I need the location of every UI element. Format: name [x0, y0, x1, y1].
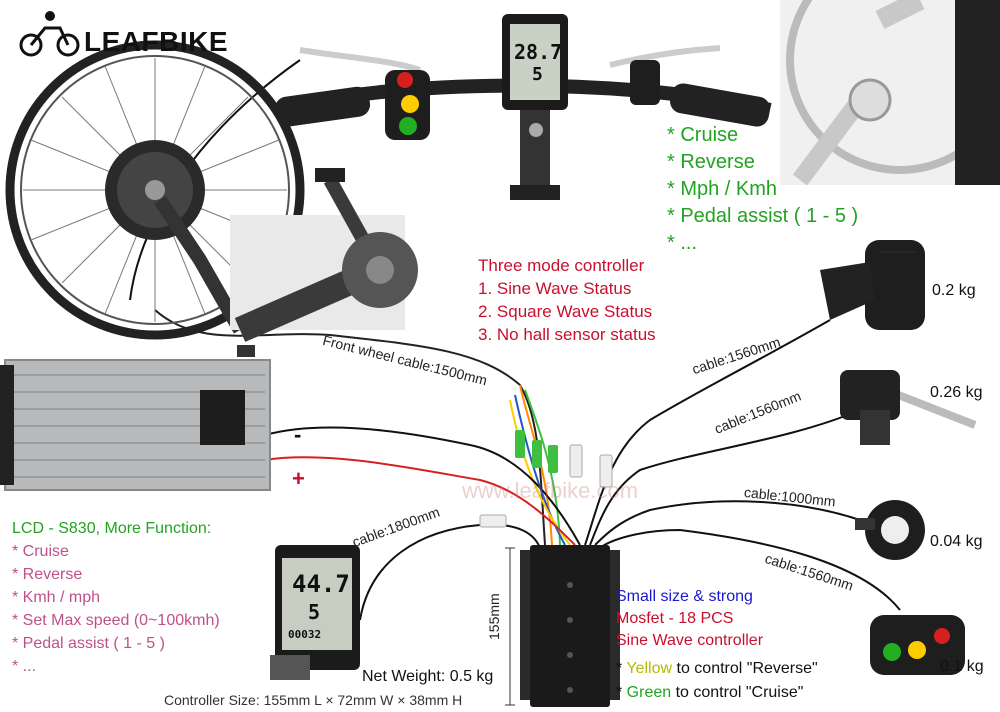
controller-size: Controller Size: 155mm L × 72mm W × 38mm…: [164, 692, 463, 708]
top-lcd-speed: 28.7: [514, 40, 563, 64]
front-fork-photo: [780, 0, 1000, 186]
controller-modes: Three mode controller 1. Sine Wave Statu…: [478, 254, 656, 346]
controller-spec-line: Mosfet - 18 PCS: [616, 610, 734, 627]
controller-specs: Small size & strong Mosfet - 18 PCS Sine…: [616, 586, 763, 652]
green-button-note: * Green to control "Cruise": [616, 684, 803, 702]
lcd-feature-item: * Reverse: [12, 566, 83, 583]
lcd-feature-item: * Set Max speed (0~100kmh): [12, 612, 220, 629]
brand-logo: LEAFBIKE: [84, 26, 228, 58]
feature-list: * Cruise * Reverse * Mph / Kmh * Pedal a…: [667, 122, 858, 257]
throttle-cable: [584, 319, 831, 546]
pas-weight: 0.04 kg: [930, 533, 983, 550]
brand-name: LEAFBIKE: [84, 26, 228, 57]
controller-spec-line: Small size & strong: [616, 588, 753, 605]
switch-button-photo: [870, 615, 965, 675]
hub-motor-wheel: [5, 40, 305, 340]
yellow-button-note: * Yellow to control "Reverse": [616, 660, 818, 678]
lcd-feature-item: * Cruise: [12, 543, 69, 560]
controller-mode-item: 1. Sine Wave Status: [478, 279, 632, 298]
pas-cable: [594, 500, 861, 546]
lcd-feature-item: * ...: [12, 658, 37, 675]
wire-green: [524, 389, 561, 546]
bike-frame-photo: [230, 168, 418, 342]
watermark: www.leafbike.com: [462, 478, 639, 503]
brake-weight: 0.26 kg: [930, 384, 983, 401]
battery-minus-wire: [264, 426, 581, 546]
feature-item: * Mph / Kmh: [667, 178, 778, 200]
wire-blue: [514, 394, 566, 546]
controller-photo: [505, 545, 620, 707]
feature-item: * ...: [667, 232, 698, 254]
lcd-s830-photo: [270, 545, 360, 680]
controller-height-label: 155mm: [486, 593, 502, 640]
controller-modes-title: Three mode controller: [478, 256, 645, 275]
pas-sensor-photo: [855, 500, 925, 560]
battery-photo: [0, 345, 271, 491]
brake-lever-photo: [840, 370, 977, 445]
yellow-word: Yellow: [626, 660, 673, 677]
bike-logo-icon: [19, 11, 80, 57]
lcd-cable: [359, 523, 541, 621]
top-lcd-display: [502, 14, 568, 110]
note-prefix: *: [616, 660, 627, 677]
note-rest: to control "Cruise": [671, 684, 804, 701]
feature-item: * Pedal assist ( 1 - 5 ): [667, 205, 859, 227]
note-rest: to control "Reverse": [672, 660, 818, 677]
feature-item: * Reverse: [667, 151, 755, 173]
green-word: Green: [626, 684, 672, 701]
battery-plus: +: [292, 466, 305, 491]
controller-net-weight: Net Weight: 0.5 kg: [362, 668, 494, 685]
top-lcd-pas: 5: [532, 64, 543, 85]
lcd-screen-odo: 00032: [288, 628, 322, 641]
lcd-feature-item: * Kmh / mph: [12, 589, 101, 606]
lcd-title: LCD - S830, More Function:: [12, 520, 212, 537]
lcd-feature-item: * Pedal assist ( 1 - 5 ): [12, 635, 165, 652]
controller-spec-line: Sine Wave controller: [616, 632, 764, 649]
battery-plus-wire: [264, 456, 576, 546]
throttle-weight: 0.2 kg: [932, 282, 976, 299]
lcd-screen-pas: 5: [308, 600, 321, 624]
switch-weight: 0.1 kg: [940, 658, 984, 675]
controller-mode-item: 2. Square Wave Status: [478, 302, 653, 321]
brake-cable: [589, 409, 861, 546]
throttle-photo: [820, 240, 925, 330]
lcd-screen-speed: 44.7: [292, 570, 350, 598]
controller-mode-item: 3. No hall sensor status: [478, 325, 656, 344]
battery-minus: -: [294, 422, 302, 447]
note-prefix: *: [616, 684, 627, 701]
lcd-feature-list: LCD - S830, More Function: * Cruise * Re…: [12, 517, 220, 678]
feature-item: * Cruise: [667, 124, 739, 146]
switch-cable: [599, 528, 901, 611]
